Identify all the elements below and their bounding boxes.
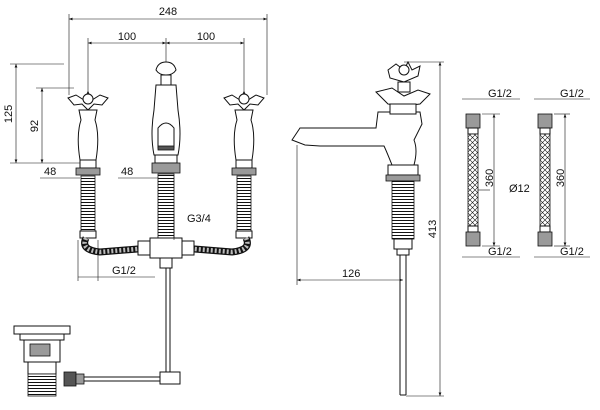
centre-spout [151,61,181,239]
hose-right-bottom-thread: G1/2 [560,246,584,258]
waste-assembly [13,325,181,397]
flexible-hose-right: G1/2 G1/2 360 [534,88,590,258]
hose-left-bottom-thread: G1/2 [488,246,512,258]
tail-left-label: 48 [44,166,56,178]
flexible-hose-left: G1/2 G1/2 360 Ø12 [462,88,530,258]
handle-height-label: 125 [3,105,15,123]
connector-hoses: G3/4 [81,213,251,376]
inlet-thread-label: G3/4 [187,213,211,225]
centre-right-label: 100 [197,31,215,43]
dimension-outlet-thread: G1/2 [77,240,155,281]
right-valve [223,90,265,239]
handle-to-deck-label: 92 [29,120,41,132]
dimension-handle-height: 125 92 [3,63,80,164]
left-valve [67,90,109,239]
hose-right-top-thread: G1/2 [560,88,584,100]
dimension-tails: 48 48 [40,166,158,179]
hose-diameter: Ø12 [509,183,530,195]
hose-left-top-thread: G1/2 [488,88,512,100]
centre-left-label: 100 [118,31,136,43]
hose-left-length: 360 [484,169,496,187]
tail-centre-label: 48 [121,166,133,178]
outlet-thread-label: G1/2 [112,265,136,277]
dimension-overall-width: 248 [68,6,268,95]
dimension-centres: 100 100 [87,31,245,95]
spout-reach-label: 126 [342,268,360,280]
overall-width-label: 248 [159,6,177,18]
dimension-spout-reach: 126 [296,145,403,285]
side-view-tap [291,60,431,396]
hose-right-length: 360 [555,169,567,187]
dimension-overall-height: 413 [404,61,444,397]
overall-height-label: 413 [427,220,439,238]
